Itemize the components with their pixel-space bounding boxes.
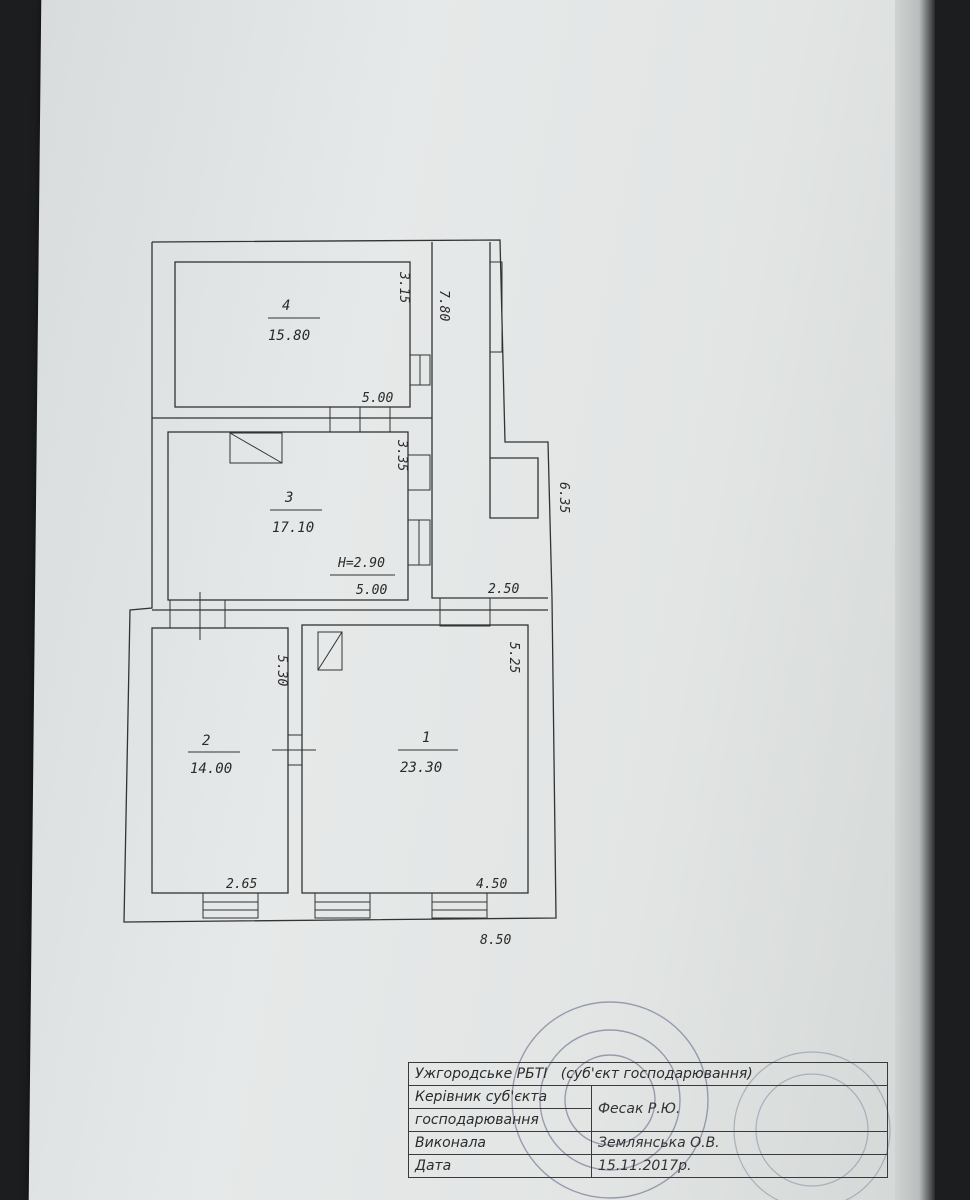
stove-room1 [317, 631, 343, 671]
dim-side-width: 2.50 [488, 582, 519, 597]
room-3-area: 17.10 [272, 520, 314, 536]
dim-room3-width: 5.00 [356, 583, 387, 598]
window-corridor [489, 261, 503, 353]
dim-room3-height: 3.35 [394, 439, 409, 471]
date-value: 15.11.2017р. [591, 1154, 888, 1178]
dim-room1-width: 4.50 [476, 877, 507, 892]
executor-name: Землянська О.В. [591, 1131, 888, 1155]
head-name: Фесак Р.Ю. [591, 1085, 888, 1132]
dim-room4-height: 3.15 [396, 271, 411, 303]
dim-corridor-length: 7.80 [436, 290, 451, 321]
room-3-outline [167, 431, 409, 601]
dim-room2-width: 2.65 [226, 877, 257, 892]
door-corridor [439, 597, 491, 627]
organization-note: (суб'єкт господарювання) [560, 1066, 753, 1082]
dim-room1-height: 5.25 [506, 642, 521, 673]
dim-total-width: 8.50 [480, 933, 511, 948]
door-room2 [169, 599, 226, 629]
dim-room4-width: 5.00 [362, 391, 393, 406]
window-room1-a [314, 892, 371, 919]
window-room2 [202, 892, 259, 919]
dim-side-length: 6.35 [556, 482, 571, 513]
room-1-number: 1 [422, 730, 430, 746]
room-4-area: 15.80 [268, 328, 310, 344]
outer-wall [123, 239, 557, 923]
room-4-number: 4 [282, 298, 290, 314]
room-1-area: 23.30 [400, 760, 442, 776]
head-label-cell: Керівник суб'єкта [408, 1085, 592, 1109]
stove-room3 [229, 432, 283, 464]
head-label-1: Керівник суб'єкта [415, 1089, 548, 1105]
title-block: Ужгородське РБТІ (суб'єкт господарювання… [408, 1062, 888, 1178]
corridor-outline [431, 242, 548, 599]
organization-name: Ужгородське РБТІ [415, 1066, 548, 1082]
room-2-area: 14.00 [190, 761, 232, 777]
executor-label: Виконала [408, 1131, 592, 1155]
dim-room2-height: 5.30 [274, 655, 289, 686]
corridor-inner [489, 242, 539, 519]
ceiling-height: H=2.90 [337, 556, 385, 571]
organization-row: Ужгородське РБТІ (суб'єкт господарювання… [408, 1062, 888, 1086]
room-1-outline [301, 624, 529, 894]
sheet-edge [895, 0, 935, 1200]
date-label: Дата [408, 1154, 592, 1178]
room-2-number: 2 [202, 733, 210, 749]
head-label-2: господарювання [408, 1108, 592, 1132]
room-4-outline [174, 261, 411, 408]
room-3-number: 3 [284, 490, 293, 506]
door-room3 [407, 454, 431, 491]
window-room1-b [431, 892, 488, 919]
